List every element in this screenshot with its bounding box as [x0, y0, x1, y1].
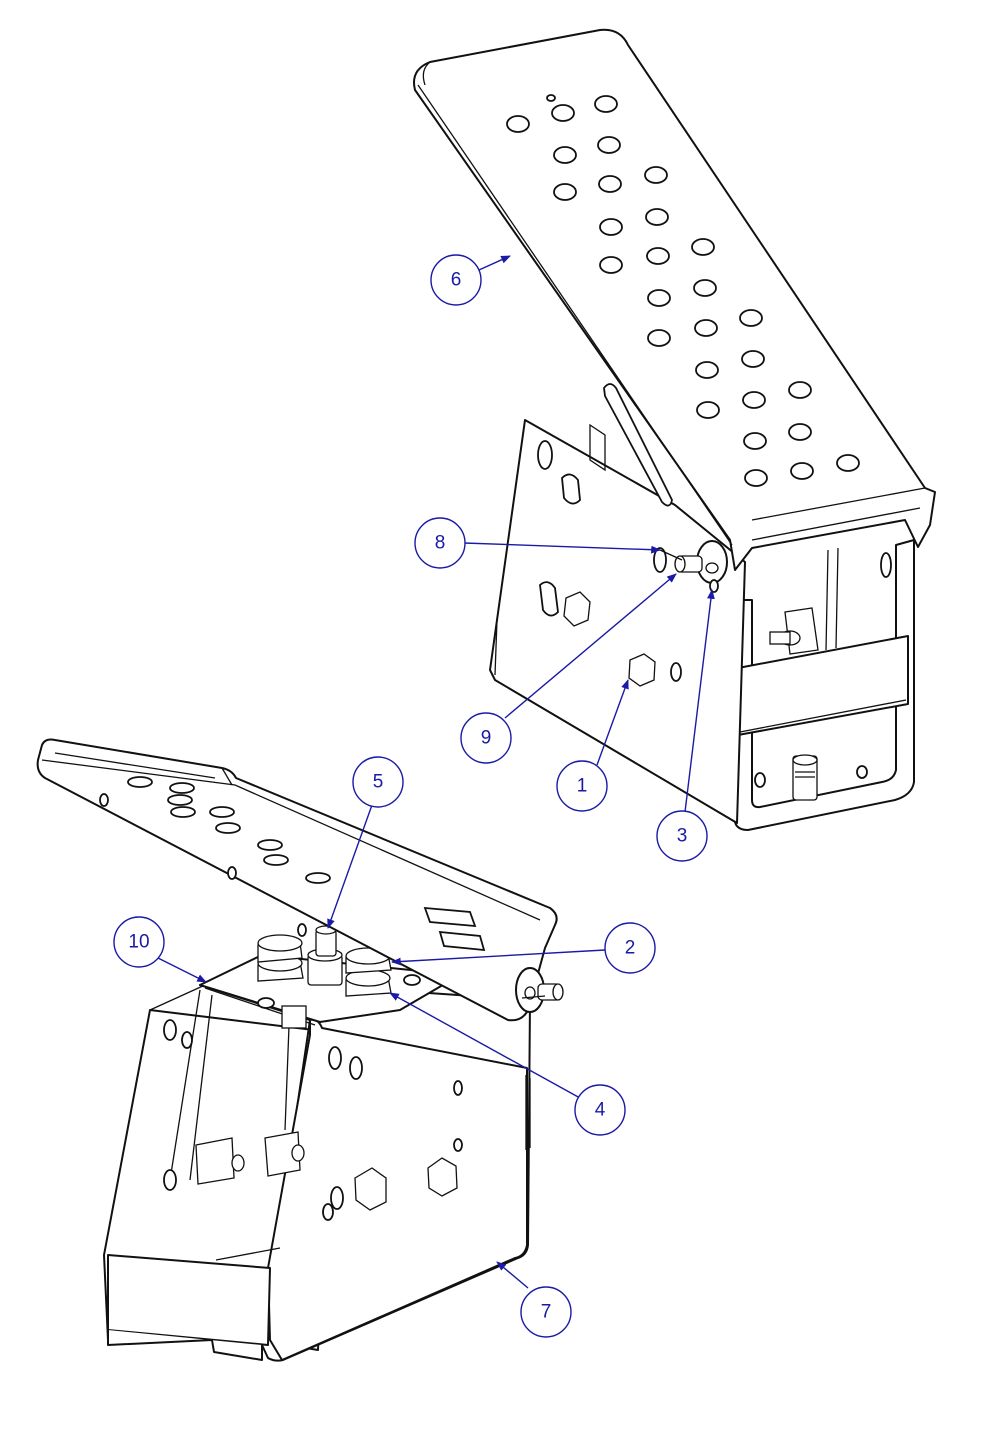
lower-bolts — [257, 925, 392, 997]
balloon-5-label: 5 — [373, 772, 384, 793]
balloon-9: 9 — [460, 573, 677, 764]
upper-pedal-plate — [413, 28, 936, 571]
balloon-2: 2 — [391, 922, 656, 974]
upper-side-plate — [489, 419, 746, 824]
upper-pivot-pin — [659, 540, 728, 593]
balloon-4-label: 4 — [595, 1100, 606, 1121]
lower-pivot-pin — [515, 967, 564, 1013]
upper-base-bracket — [734, 539, 915, 831]
upper-pedal-holes — [506, 94, 860, 487]
upper-pedal-assembly — [413, 28, 936, 831]
balloon-8-label: 8 — [435, 533, 446, 554]
balloon-1: 1 — [556, 679, 629, 812]
balloon-10: 10 — [113, 916, 207, 983]
lower-pedal-assembly — [36, 738, 564, 1362]
balloon-8: 8 — [414, 517, 661, 569]
balloon-10-label: 10 — [128, 932, 149, 953]
balloon-5: 5 — [327, 756, 404, 929]
balloon-2-label: 2 — [625, 938, 636, 959]
balloon-1-label: 1 — [577, 776, 588, 797]
lower-pedal-plate — [36, 738, 558, 1022]
balloon-9-label: 9 — [481, 728, 492, 749]
balloon-7-label: 7 — [541, 1302, 552, 1323]
balloon-6: 6 — [430, 254, 511, 306]
balloon-6-label: 6 — [451, 270, 462, 291]
balloon-3-label: 3 — [677, 826, 688, 847]
balloon-4: 4 — [389, 992, 626, 1136]
lower-base-housing — [103, 979, 531, 1362]
balloon-7: 7 — [496, 1261, 572, 1338]
balloon-3: 3 — [656, 589, 715, 862]
